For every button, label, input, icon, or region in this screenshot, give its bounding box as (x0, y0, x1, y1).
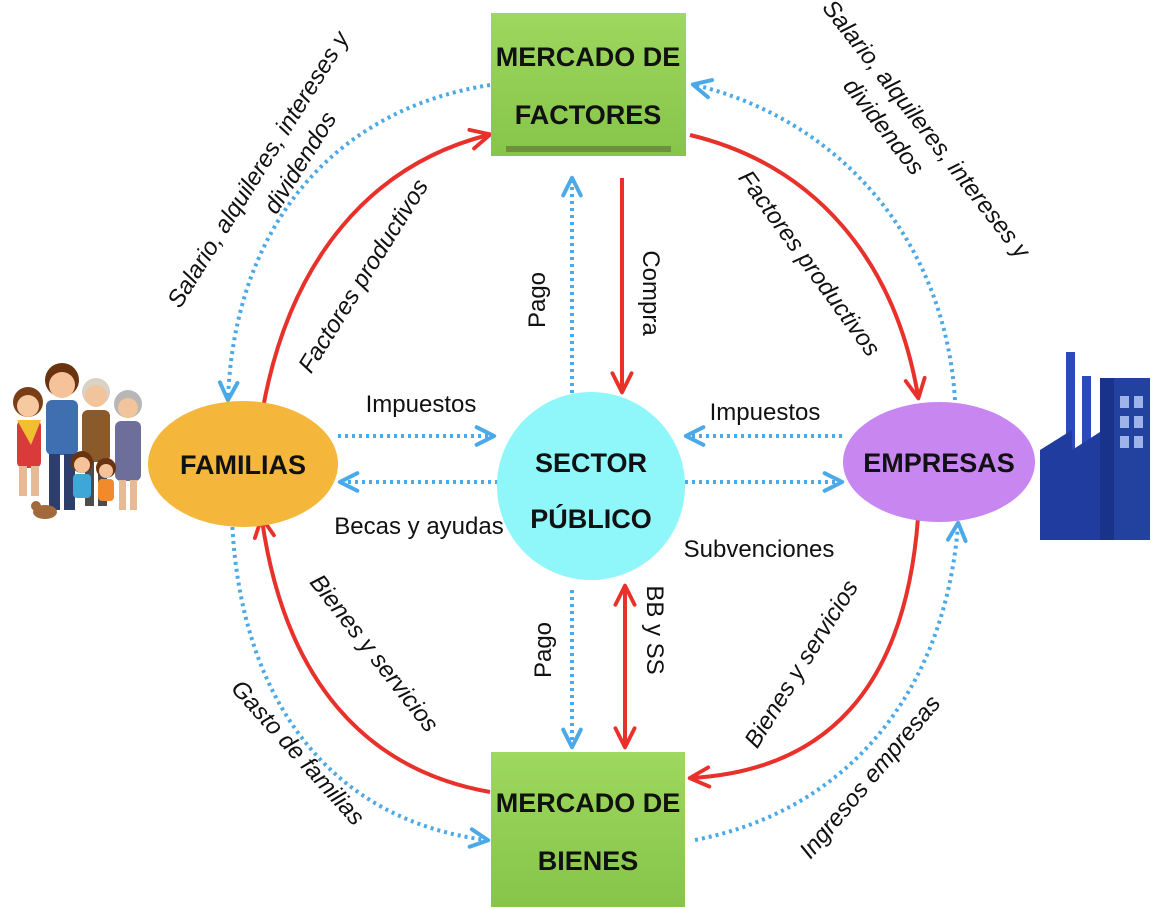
mercado-bienes-title-line2: BIENES (538, 846, 639, 876)
pago-bienes-label: Pago (530, 622, 557, 678)
mercado-factores-title-line1: MERCADO DE (496, 42, 681, 72)
mercado-factores-title-line2: FACTORES (515, 100, 662, 130)
becas-ayudas-label: Becas y ayudas (334, 513, 503, 540)
bienes-familias-flow-arrow (252, 515, 491, 794)
salario-empresas-label-line1: Salario, alquileres, intereses y (817, 0, 1037, 265)
factores-familias-flow-arrow (261, 127, 493, 409)
impuestos-empresas-label: Impuestos (710, 399, 821, 426)
mercado-bienes-title-line1: MERCADO DE (496, 788, 681, 818)
pago-factores-label: Pago (524, 272, 551, 328)
ingresos-empresas-label: Ingresos empresas (794, 690, 946, 864)
empresas-ellipse: EMPRESAS (843, 402, 1035, 522)
gasto-familias-flow-arrow (230, 519, 491, 849)
subvenciones-label: Subvenciones (684, 536, 835, 563)
sector-publico-line1: SECTOR (535, 448, 647, 478)
empresas-label: EMPRESAS (863, 448, 1015, 478)
family-illustration-icon (13, 363, 142, 519)
compra-label: Compra (637, 250, 664, 336)
factores-empresas-flow-arrow (689, 133, 927, 401)
mercado-factores-box: MERCADO DE FACTORES (491, 13, 686, 156)
salario-empresas-flow-arrow (690, 78, 957, 401)
sector-publico-line2: PÚBLICO (530, 503, 652, 534)
bienes-familias-label: Bienes y servicios (304, 569, 444, 737)
familias-label: FAMILIAS (180, 450, 306, 480)
mercado-bienes-box: MERCADO DE BIENES (491, 752, 685, 907)
familias-ellipse: FAMILIAS (148, 401, 338, 527)
bienes-empresas-label: Bienes y servicios (739, 575, 864, 752)
impuestos-familias-label: Impuestos (366, 391, 477, 418)
bbyss-label: BB y SS (641, 585, 668, 674)
sector-publico-circle: SECTOR PÚBLICO (497, 392, 685, 580)
salario-familias-label-line1: Salario, alquileres, intereses y (162, 25, 356, 313)
salario-familias-flow-arrow (217, 83, 491, 403)
factory-icon (1040, 352, 1150, 540)
gasto-familias-label: Gasto de familias (226, 675, 370, 831)
ingresos-empresas-flow-arrow (694, 520, 968, 842)
bienes-empresas-flow-arrow (687, 517, 920, 789)
